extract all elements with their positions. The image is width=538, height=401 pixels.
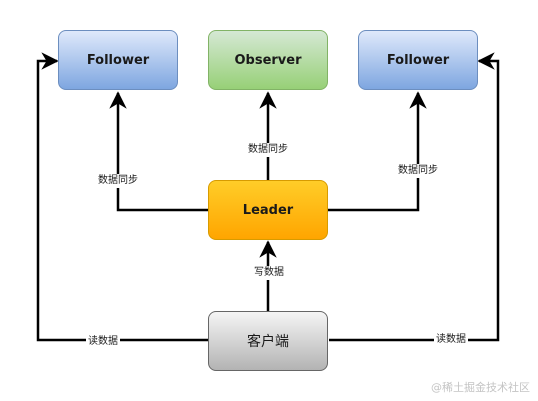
follower-right-label: Follower — [386, 52, 450, 68]
edge-label-sync-right: 数据同步 — [396, 164, 440, 178]
edge-label-read-right: 读数据 — [434, 333, 468, 347]
edge-client-read-left — [36, 52, 208, 342]
follower-left-label: Follower — [86, 52, 150, 68]
follower-left-node: Follower — [58, 30, 178, 90]
edge-label-sync-left: 数据同步 — [96, 174, 140, 188]
edge-label-sync-observer: 数据同步 — [246, 143, 290, 157]
client-label: 客户端 — [247, 334, 289, 350]
watermark: @稀土掘金技术社区 — [431, 381, 530, 394]
edge-label-read-left: 读数据 — [86, 335, 120, 349]
edge-leader-to-follower-right — [328, 91, 427, 212]
edge-leader-to-follower-left — [109, 91, 209, 212]
edge-label-write: 写数据 — [252, 266, 286, 280]
follower-right-node: Follower — [358, 30, 478, 90]
observer-node: Observer — [208, 30, 328, 90]
edge-client-read-right — [329, 52, 500, 342]
client-node: 客户端 — [208, 311, 328, 371]
observer-label: Observer — [234, 52, 302, 68]
leader-label: Leader — [242, 202, 294, 218]
leader-node: Leader — [208, 180, 328, 240]
